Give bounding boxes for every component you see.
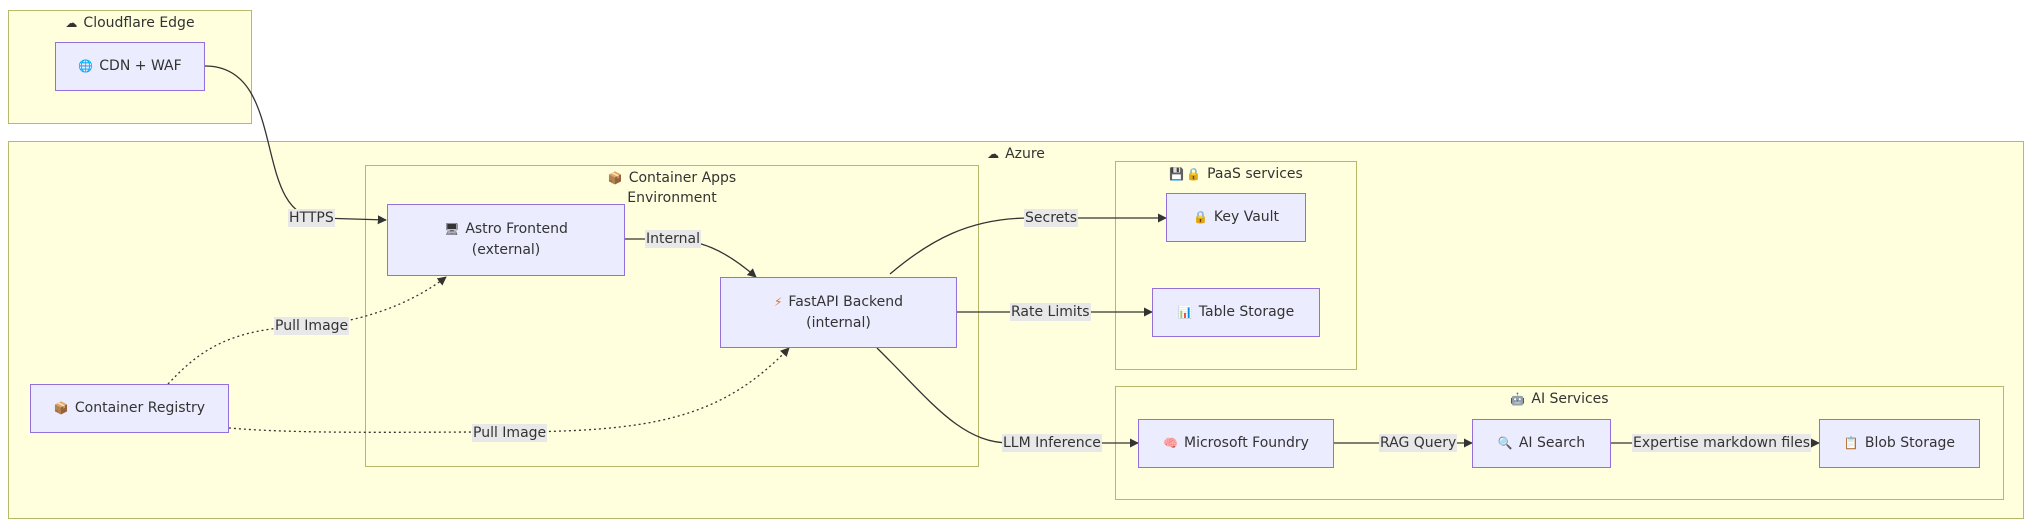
node-ai-search[interactable]: 🔍 AI Search: [1472, 419, 1611, 468]
node-label: Container Registry: [74, 400, 206, 416]
cluster-title-paas: PaaS services: [1207, 166, 1303, 182]
node-blob-storage[interactable]: 📋 Blob Storage: [1819, 419, 1980, 468]
edge-label-rate-limits: Rate Limits: [1010, 303, 1091, 321]
cluster-title-ai: AI Services: [1531, 391, 1609, 407]
cloud-icon: ☁: [65, 16, 78, 30]
node-label: Microsoft Foundry: [1183, 435, 1309, 451]
edge-label-internal: Internal: [645, 230, 701, 248]
edge-secrets: [889, 213, 1167, 275]
node-container-registry[interactable]: 📦 Container Registry: [30, 384, 229, 433]
node-label-line1: FastAPI Backend: [788, 293, 904, 310]
lock-icon: 🔒: [1186, 167, 1202, 181]
node-astro-frontend[interactable]: 🖥 Astro Frontend (external): [387, 204, 625, 276]
edge-label-secrets: Secrets: [1024, 209, 1079, 227]
edge-label-pull-image-2: Pull Image: [472, 424, 548, 442]
globe-icon: 🌐: [78, 59, 94, 73]
node-label: Table Storage: [1198, 304, 1295, 320]
edge-llm-inference: [876, 347, 1139, 448]
edge-label-rag-query: RAG Query: [1379, 434, 1458, 452]
package-icon: 📦: [53, 401, 69, 415]
floppy-disk-icon: 💾: [1169, 167, 1185, 181]
node-label: AI Search: [1518, 435, 1586, 451]
robot-icon: 🤖: [1510, 392, 1526, 406]
cluster-title-container-apps-2: Environment: [627, 190, 717, 206]
node-label-line1: Astro Frontend: [465, 221, 568, 237]
edge-pull-image-1: [167, 276, 447, 385]
edge-pull-image-2: [228, 347, 790, 433]
clipboard-icon: 📋: [1843, 436, 1859, 450]
cluster-title-container-apps-1: Container Apps: [628, 170, 737, 186]
magnifier-icon: 🔍: [1497, 436, 1513, 450]
node-label-line2: (external): [471, 242, 541, 258]
edge-label-expertise: Expertise markdown files: [1632, 434, 1812, 452]
node-microsoft-foundry[interactable]: 🧠 Microsoft Foundry: [1138, 419, 1334, 468]
cloud-icon: ☁: [987, 147, 1000, 161]
lightning-icon: ⚡: [773, 294, 783, 309]
node-fastapi-backend[interactable]: ⚡ FastAPI Backend (internal): [720, 277, 957, 348]
edge-label-pull-image-1: Pull Image: [274, 317, 350, 335]
cluster-title-azure: Azure: [1005, 146, 1045, 162]
node-key-vault[interactable]: 🔒 Key Vault: [1166, 193, 1306, 242]
edge-https: [204, 65, 387, 225]
bar-chart-icon: 📊: [1177, 305, 1193, 319]
node-label: Key Vault: [1213, 209, 1280, 225]
node-label: CDN + WAF: [99, 58, 182, 74]
lock-icon: 🔒: [1192, 210, 1208, 224]
node-label-line2: (internal): [806, 314, 871, 331]
node-label: Blob Storage: [1864, 435, 1956, 451]
brain-icon: 🧠: [1163, 436, 1178, 450]
node-cdn-waf[interactable]: 🌐 CDN + WAF: [55, 42, 205, 91]
monitor-icon: 🖥: [444, 222, 460, 236]
edge-label-llm-inference: LLM Inference: [1002, 434, 1102, 452]
cluster-title-cloudflare: Cloudflare Edge: [83, 15, 195, 31]
package-icon: 📦: [607, 171, 623, 185]
edge-label-https: HTTPS: [288, 209, 335, 227]
node-table-storage[interactable]: 📊 Table Storage: [1152, 288, 1320, 337]
